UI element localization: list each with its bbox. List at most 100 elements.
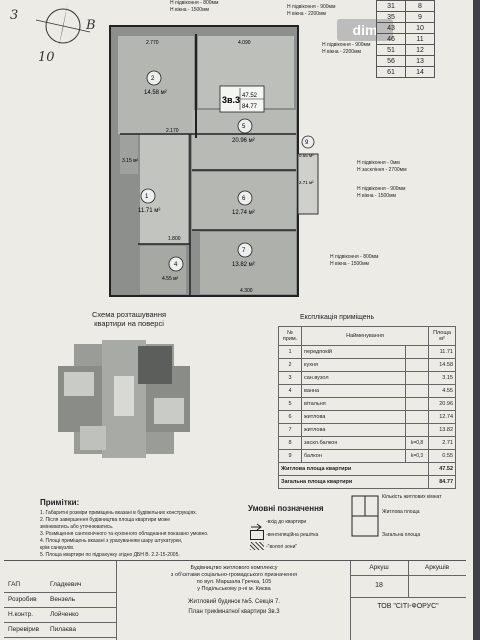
window-note-3a: Н підвіконня - 900мм [322,42,371,48]
signature-name: Пилаєва [50,626,77,633]
sheets-label: Аркушів [408,561,466,576]
project-line: з об'єктами соціально-громадського призн… [170,572,298,578]
explication-cell: 14.58 [428,358,456,372]
explication-cell: передпокій [301,345,406,359]
explication-title: Експлікація приміщень [300,314,375,321]
room-marker-1 [140,188,156,204]
explication-cell: Житлова площа квартири [278,462,429,476]
explication-cell: 4.55 [428,384,456,398]
handwritten-number-below: 10 [38,50,55,65]
note-line: 1. Габаритні розміри приміщень вказані в… [40,510,198,516]
room-marker-9 [301,135,315,149]
note-line: 2. Після завершення будівництва площа кв… [40,517,170,523]
explication-cell: 3 [278,371,302,385]
legend-item-entrance: -вхід до квартири [266,519,307,525]
apartment-label: 3в.3 [222,95,240,105]
window-note-2a: Н підвіконня - 900мм [287,4,336,10]
note-line: змінюватись або уточнюватись. [40,524,114,530]
floor-plan: 3в.3 47.52 84.77 2 14.58 м² 5 20.96 м² 1… [109,25,319,297]
sheet-index-cell: 51 [376,44,406,56]
room-8-area: 2.71 м² [299,180,314,185]
legend-title: Умовні позначення [248,504,324,513]
room-2-area: 14.58 м² [144,90,167,96]
explication-cell: 20.96 [428,397,456,411]
sheet-index-cell: 9 [405,11,435,23]
explication-cell [405,345,429,359]
sheet-index-cell: 12 [405,44,435,56]
window-note-4a: Н підвіконня - 0мм [357,160,400,166]
window-note-5a: Н підвіконня - 900мм [357,186,406,192]
notes-title: Примітки: [40,498,80,507]
dim-2: 4.090 [238,40,251,46]
signature-name: Лойченко [50,611,79,618]
explication-cell [405,358,429,372]
window-note-3b: Н вікна - 2200мм [322,49,361,55]
legend-total-area: Загальна площа [382,532,421,538]
explication-cell: вітальня [301,397,406,411]
project-line: Будівництво житлового комплексу [190,565,278,571]
apartment-total-area: 84.77 [242,104,258,110]
sheet-index-cell: 31 [376,0,406,12]
wet-zone-icon [250,542,264,550]
window-note-1b: Н вікна - 1500мм [170,7,209,13]
explication-cell: 8 [278,436,302,450]
legend-item-vent: -вентиляційна решітка [266,532,319,538]
room-marker-5 [237,118,253,134]
explication-cell: k=0,3 [405,449,429,463]
window-note-6a: Н підвіконня - 800мм [330,254,379,260]
explication-cell: 6 [278,410,302,424]
explication-cell [405,384,429,398]
explication-cell: балкон [301,449,406,463]
window-note-5b: Н вікна - 1500мм [357,193,396,199]
window-note-1a: Н підвіконня - 800мм [170,0,219,6]
sheet-index-cell: 56 [376,55,406,67]
sheet-label: Аркуш [350,561,409,576]
note-line: крім санвузлів. [40,545,75,551]
vent-grille-icon [250,530,264,540]
sheet-index-cell: 46 [376,33,406,45]
explication-cell [405,410,429,424]
explication-cell [405,397,429,411]
project-line: у Подільському р-ні м. Києва [197,586,271,592]
sheet-number: 18 [350,575,409,598]
sheet-index-cell: 61 [376,66,406,78]
room-6-area: 12.74 м² [232,210,255,216]
explication-cell: № прим. [278,326,302,346]
dim-5: 4.300 [240,288,253,294]
explication-cell: 3.15 [428,371,456,385]
handwritten-number: 3 [10,8,19,23]
room-marker-2 [146,70,162,86]
room-7-area: 13.82 м² [232,262,255,268]
signature-role: Н.контр. [8,611,34,618]
explication-cell: Загальна площа квартири [278,475,429,489]
room-5-num: 5 [242,124,246,130]
dim-4: 1.800 [168,236,181,242]
explication-cell: Площа м² [428,326,456,346]
explication-cell [405,423,429,437]
explication-cell: житлова [301,410,406,424]
sheet-index-cell: 10 [405,22,435,34]
room-5-area: 20.96 м² [232,138,255,144]
north-compass-icon [35,2,91,50]
explication-cell: 11.71 [428,345,456,359]
explication-cell: 0.55 [428,449,456,463]
floor-scheme [58,340,190,458]
project-line: по вул. Маршала Гречка, 105 [196,579,272,585]
note-line: 3. Розміщення сантехнічного та кухонного… [40,531,209,537]
legend-living-area: Житлова площа [382,509,420,515]
explication-cell: 84.77 [428,475,456,489]
explication-cell: заскл.балкон [301,436,406,450]
building-name: Житловий будинок №5. Секція 7. [188,599,280,605]
signature-name: Гладкевич [50,581,82,588]
